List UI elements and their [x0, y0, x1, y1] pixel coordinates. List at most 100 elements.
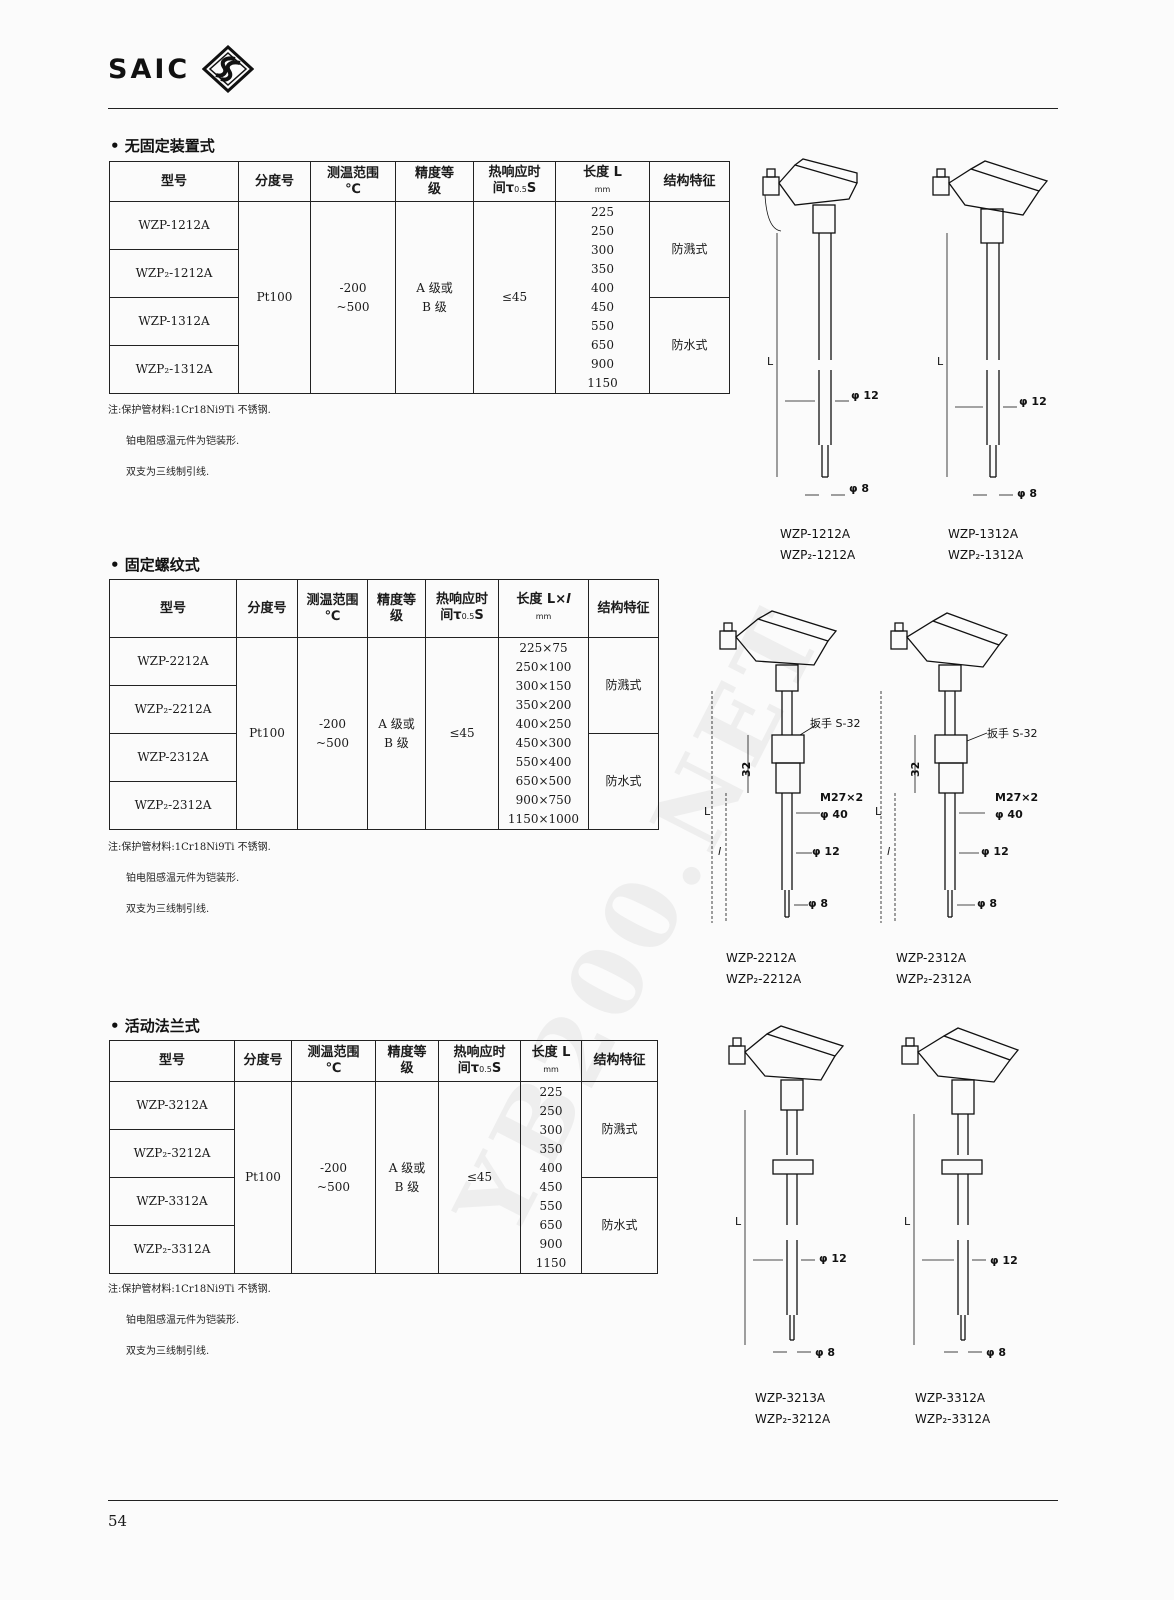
dim-phi8: φ 8	[986, 1346, 1006, 1359]
dim-phi12: φ 12	[990, 1254, 1018, 1267]
brand-emblem-icon	[202, 45, 255, 93]
dim-L: L	[704, 805, 711, 818]
col-response: 热响应时间τ0.5S	[473, 161, 556, 202]
dim-phi8: φ 8	[1017, 487, 1037, 500]
probe-drawing-1212A: φ 12 φ 8 L	[762, 158, 879, 496]
section-title-2: • 固定螺纹式	[110, 556, 200, 574]
table-row: WZP-3312A 防水式	[109, 1177, 658, 1274]
response-cell: ≤45	[425, 637, 499, 830]
graduation-cell: Pt100	[238, 201, 311, 394]
col-accuracy: 精度等级	[395, 161, 474, 202]
structure-cell: 防水式	[588, 733, 659, 830]
dim-phi12: φ 12	[1019, 395, 1047, 408]
dim-phi8: φ 8	[815, 1346, 835, 1359]
dim-L: L	[767, 355, 774, 368]
table-row: WZP-2312A 防水式	[109, 733, 659, 830]
dim-phi12: φ 12	[981, 845, 1009, 858]
dim-l: l	[887, 845, 890, 858]
col-structure: 结构特征	[588, 579, 659, 638]
probe-drawing-3312A: φ 12 φ 8 L	[901, 1027, 1020, 1359]
model-cell: WZP-1312A	[109, 297, 239, 346]
col-structure: 结构特征	[581, 1040, 658, 1082]
structure-cell: 防水式	[649, 297, 730, 394]
table-row: WZP₂-2212A	[109, 685, 659, 734]
col-structure: 结构特征	[649, 161, 730, 202]
col-range: 测温范围℃	[291, 1040, 376, 1082]
header-rule	[108, 108, 1058, 109]
section-title-1: • 无固定装置式	[110, 137, 215, 155]
model-cell: WZP-2212A	[109, 637, 237, 686]
range-cell: -200~500	[297, 637, 368, 830]
table-row: WZP₂-1312A	[109, 345, 730, 394]
col-range: 测温范围℃	[297, 579, 368, 638]
model-cell: WZP-1212A	[109, 201, 239, 250]
page-number: 54	[108, 1512, 128, 1530]
structure-cell: 防溅式	[581, 1081, 658, 1178]
dim-phi8: φ 8	[849, 482, 869, 495]
dim-h32: 32	[909, 762, 922, 777]
dim-phi8: φ 8	[977, 897, 997, 910]
col-range: 测温范围℃	[310, 161, 396, 202]
structure-cell: 防水式	[581, 1177, 658, 1274]
table-row: WZP₂-3212A	[109, 1129, 658, 1178]
table-row: WZP₂-3312A	[109, 1225, 658, 1274]
col-response: 热响应时间τ0.5S	[425, 579, 499, 638]
col-response: 热响应时间τ0.5S	[438, 1040, 521, 1082]
dim-phi8: φ 8	[808, 897, 828, 910]
model-cell: WZP₂-2212A	[109, 685, 237, 734]
response-cell: ≤45	[473, 201, 556, 394]
col-model: 型号	[109, 579, 237, 638]
dim-h32: 32	[740, 762, 753, 777]
dim-m27: M27×2	[820, 791, 863, 804]
col-model: 型号	[109, 161, 239, 202]
brand-logo: SAIC	[108, 44, 255, 94]
table-row: WZP-1312A 防水式	[109, 297, 730, 394]
range-cell: -200~500	[291, 1081, 376, 1274]
col-accuracy: 精度等级	[367, 579, 426, 638]
structure-cell: 防溅式	[649, 201, 730, 298]
dim-phi12: φ 12	[812, 845, 840, 858]
table-row: WZP₂-2312A	[109, 781, 659, 830]
section-title-3: • 活动法兰式	[110, 1017, 200, 1035]
dim-l: l	[718, 845, 721, 858]
notes-2: 注:保护管材料:1Cr18Ni9Ti 不锈钢. 铂电阻感温元件为铠装形. 双支为…	[108, 842, 271, 915]
dim-phi12: φ 12	[851, 389, 879, 402]
model-cell: WZP-3212A	[109, 1081, 235, 1130]
col-graduation: 分度号	[236, 579, 298, 638]
model-cell: WZP₂-1212A	[109, 249, 239, 298]
dim-L: L	[937, 355, 944, 368]
brand-text: SAIC	[108, 53, 191, 85]
structure-cell: 防溅式	[588, 637, 659, 734]
dim-phi40: φ 40	[995, 808, 1023, 821]
footer-rule	[108, 1500, 1058, 1501]
probe-drawing-3213A: φ 12 φ 8 L	[728, 1025, 847, 1359]
probe-drawing-2212A: 扳手 S-32 32 M27×2 φ 40 φ 12 φ 8 L l	[704, 610, 863, 923]
table-row: WZP₂-1212A	[109, 249, 730, 298]
model-cell: WZP₂-3212A	[109, 1129, 235, 1178]
graduation-cell: Pt100	[236, 637, 298, 830]
model-cell: WZP-3312A	[109, 1177, 235, 1226]
dim-L: L	[735, 1215, 742, 1228]
model-cell: WZP-2312A	[109, 733, 237, 782]
notes-1: 注:保护管材料:1Cr18Ni9Ti 不锈钢. 铂电阻感温元件为铠装形. 双支为…	[108, 405, 271, 478]
